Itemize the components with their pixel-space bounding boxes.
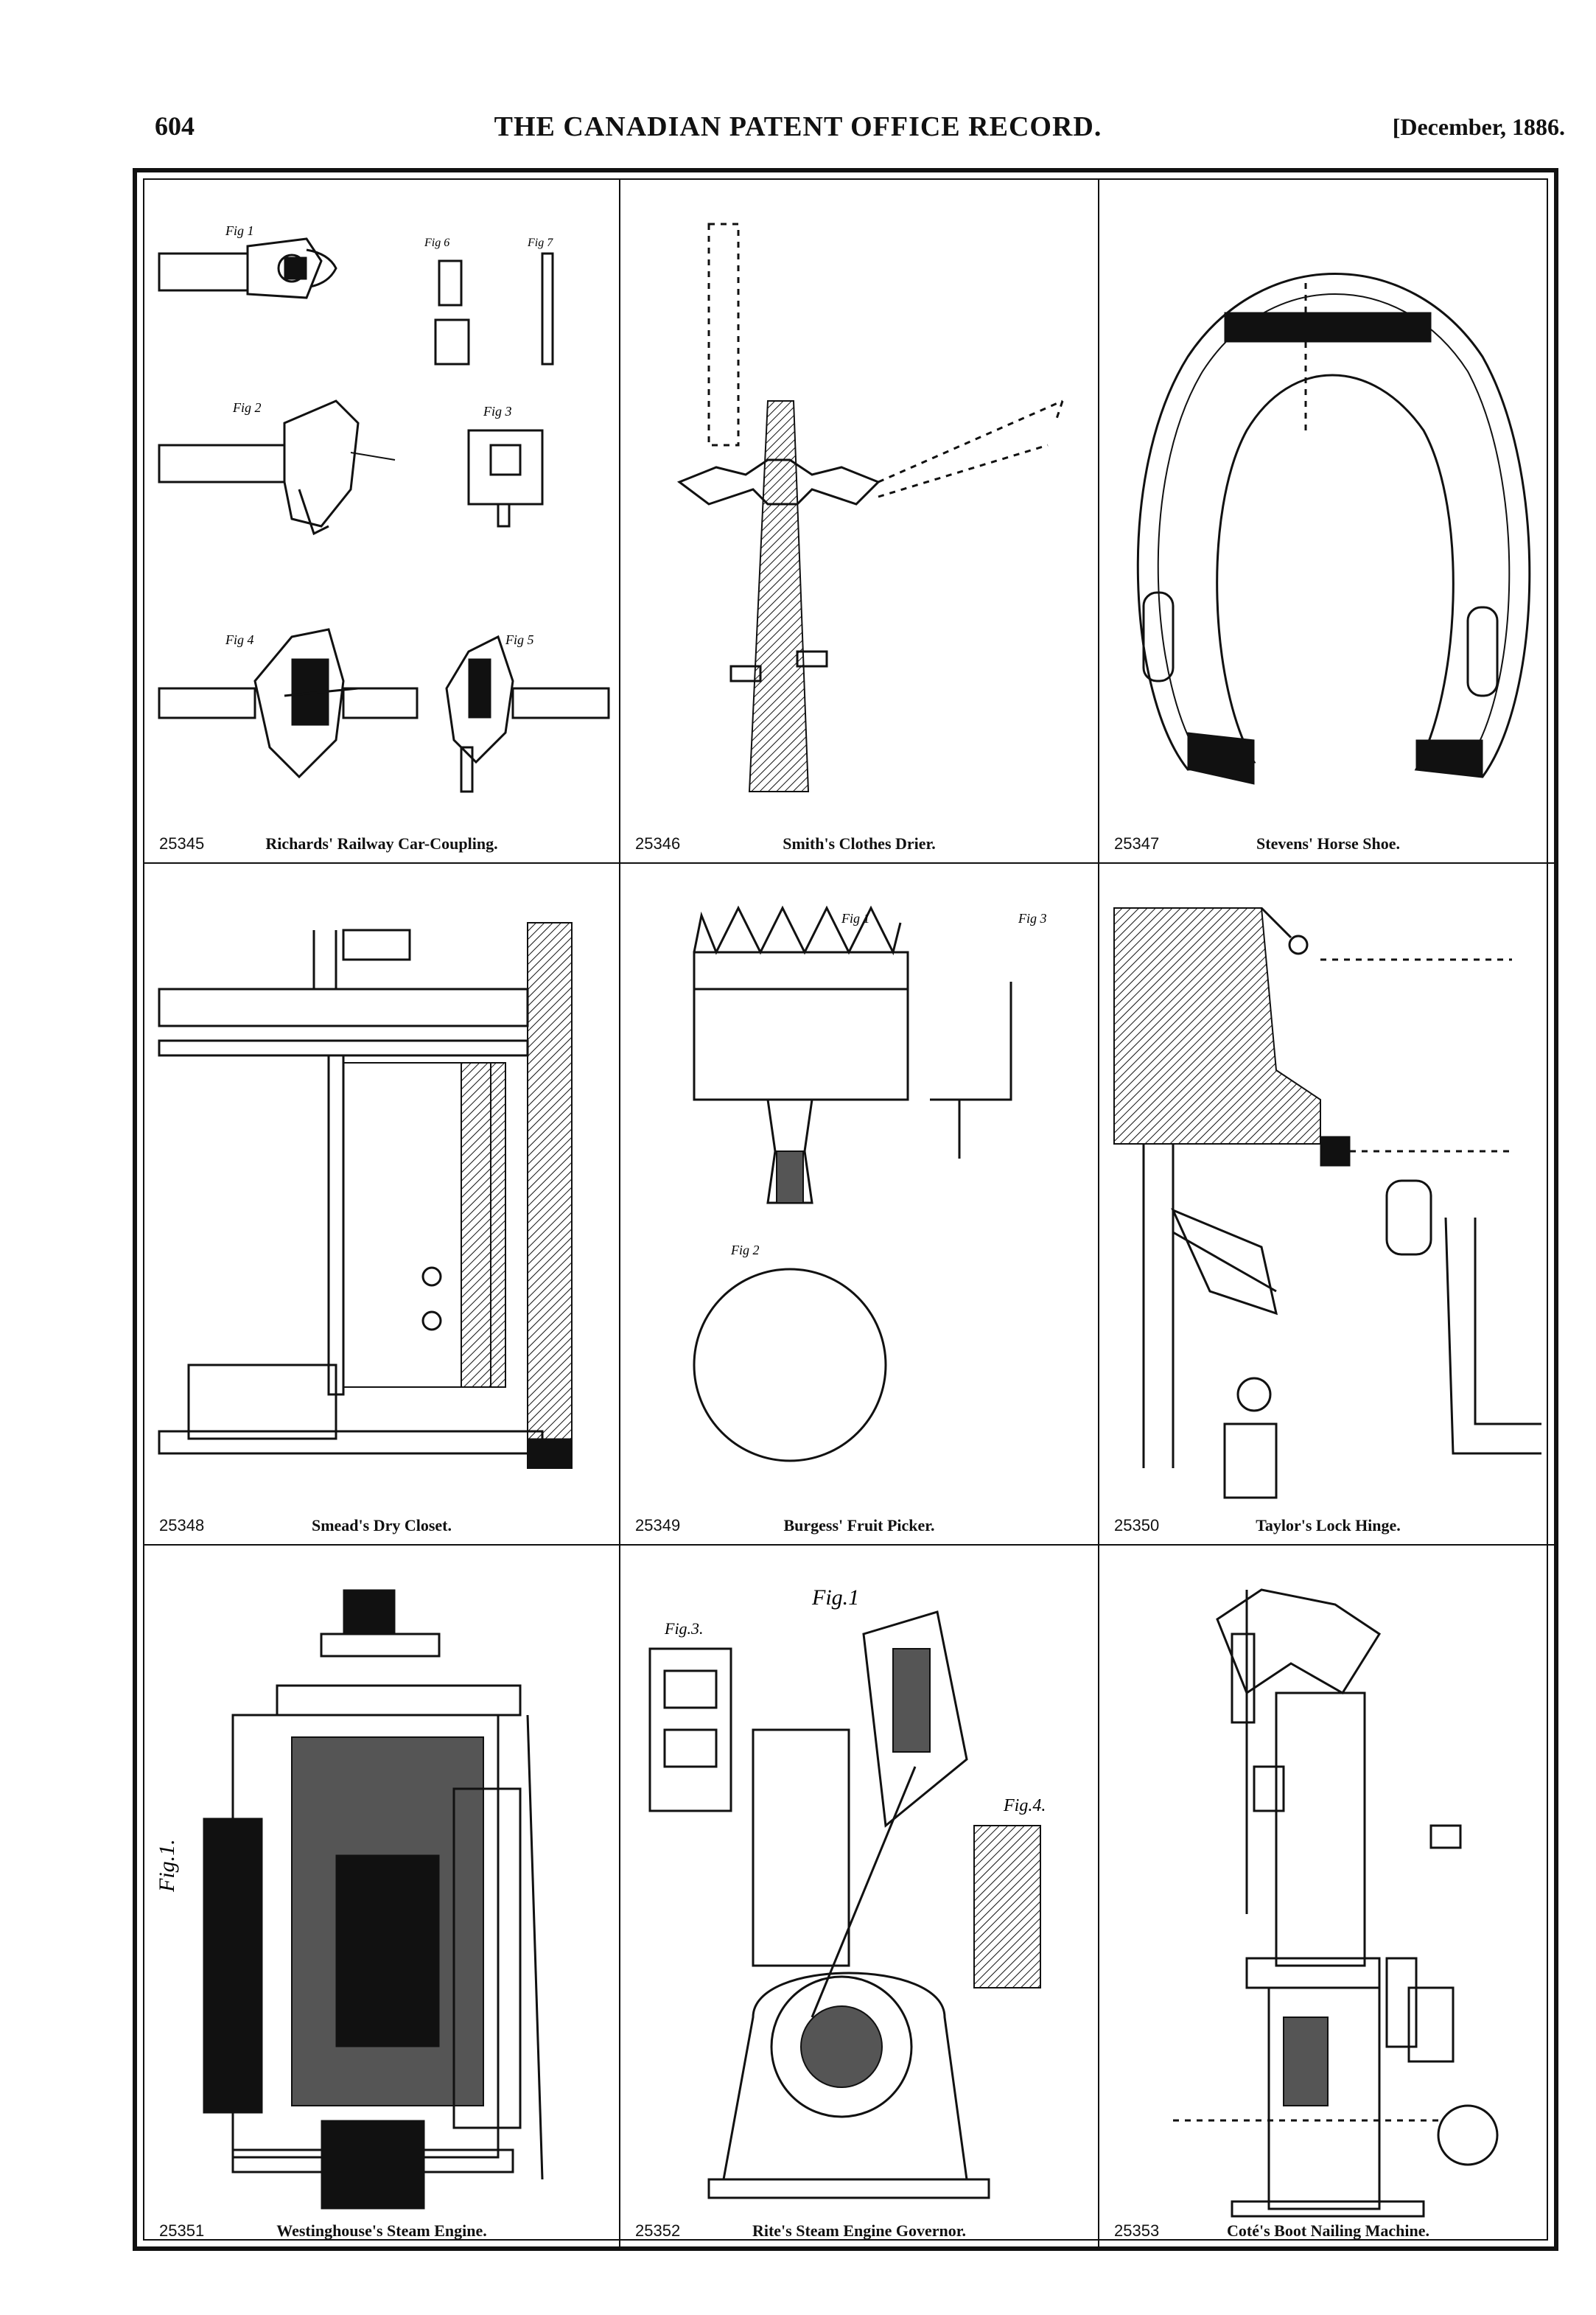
fig-label: Fig 1 — [225, 223, 254, 238]
lock-hinge-drawing — [1113, 907, 1541, 1499]
patent-number: 25349 — [635, 1516, 681, 1534]
patent-caption: 25349 Burgess' Fruit Picker. — [620, 1510, 1098, 1535]
horse-shoe-drawing — [1136, 273, 1531, 785]
fruit-picker-drawing: Fig 1 Fig 3 Fig 2 — [693, 905, 1047, 1462]
patent-number: 25353 — [1114, 2221, 1160, 2240]
patent-caption: 25346 Smith's Clothes Drier. — [620, 828, 1098, 853]
patent-cell-25349: Fig 1 Fig 3 Fig 2 25349 Burgess' Fruit P… — [620, 864, 1099, 1546]
patent-caption: 25345 Richards' Railway Car-Coupling. — [144, 828, 619, 853]
patent-number: 25350 — [1114, 1516, 1160, 1534]
page-number: 604 — [155, 111, 195, 141]
patent-title: Stevens' Horse Shoe. — [1256, 834, 1400, 853]
fig-label: Fig 4 — [225, 632, 254, 647]
patent-title: Coté's Boot Nailing Machine. — [1227, 2221, 1429, 2240]
patent-cell-25346: 25346 Smith's Clothes Drier. — [620, 180, 1099, 864]
patent-title: Smead's Dry Closet. — [311, 1516, 452, 1534]
patent-caption: 25352 Rite's Steam Engine Governor. — [620, 2216, 1098, 2241]
patent-cell-25345: Fig 1 Fig 6 Fig 7 Fig 2 Fig 3 Fig 4 Fig … — [144, 180, 620, 864]
patent-cell-25348: 25348 Smead's Dry Closet. — [144, 864, 620, 1546]
patent-number: 25351 — [159, 2221, 205, 2240]
fig-label: Fig 3 — [1018, 911, 1047, 926]
patent-cell-25350: 25350 Taylor's Lock Hinge. — [1099, 864, 1558, 1546]
journal-title: THE CANADIAN PATENT OFFICE RECORD. — [494, 111, 1102, 142]
patent-title: Burgess' Fruit Picker. — [783, 1516, 935, 1534]
patent-caption: 25347 Stevens' Horse Shoe. — [1099, 828, 1557, 853]
fig-label: Fig 6 — [424, 237, 449, 249]
patent-caption: 25353 Coté's Boot Nailing Machine. — [1099, 2216, 1557, 2241]
fig-label: Fig.4. — [1003, 1796, 1046, 1815]
fig-label: Fig.1 — [811, 1585, 859, 1610]
patent-title: Smith's Clothes Drier. — [783, 834, 936, 853]
plate-grid: Fig 1 Fig 6 Fig 7 Fig 2 Fig 3 Fig 4 Fig … — [143, 178, 1558, 2251]
fig-label: Fig 1 — [841, 911, 870, 926]
engine-governor-drawing: Fig.1 Fig.3. Fig.4. — [648, 1585, 1046, 2199]
fig-label: Fig 2 — [730, 1243, 760, 1257]
patent-caption: 25351 Westinghouse's Steam Engine. — [144, 2216, 619, 2241]
patent-caption: 25350 Taylor's Lock Hinge. — [1099, 1510, 1557, 1535]
patent-number: 25345 — [159, 834, 205, 853]
patent-cell-25347: 25347 Stevens' Horse Shoe. — [1099, 180, 1558, 864]
patent-number: 25348 — [159, 1516, 205, 1534]
patent-number: 25346 — [635, 834, 681, 853]
dry-closet-drawing — [158, 922, 573, 1469]
fig-label: Fig.1. — [155, 1839, 179, 1893]
fig-label: Fig 2 — [232, 400, 262, 415]
patent-plate: Fig 1 Fig 6 Fig 7 Fig 2 Fig 3 Fig 4 Fig … — [133, 168, 1558, 2251]
fig-label: Fig 3 — [483, 404, 512, 419]
steam-engine-drawing: Fig.1. — [155, 1589, 544, 2210]
patent-cell-25353: 25353 Coté's Boot Nailing Machine. — [1099, 1546, 1558, 2251]
patent-number: 25347 — [1114, 834, 1160, 853]
patent-cell-25352: Fig.1 Fig.3. Fig.4. 25352 Rite's Steam E… — [620, 1546, 1099, 2251]
patent-number: 25352 — [635, 2221, 681, 2240]
patent-title: Richards' Railway Car-Coupling. — [265, 834, 498, 853]
boot-nailing-machine-drawing — [1173, 1588, 1499, 2218]
patent-caption: 25348 Smead's Dry Closet. — [144, 1510, 619, 1535]
clothes-drier-drawing — [676, 223, 1064, 792]
car-coupling-drawing: Fig 1 Fig 6 Fig 7 Fig 2 Fig 3 Fig 4 Fig … — [158, 223, 610, 793]
fig-label: Fig 5 — [505, 632, 534, 647]
fig-label: Fig.3. — [664, 1619, 704, 1638]
fig-label: Fig 7 — [527, 237, 553, 249]
patent-title: Westinghouse's Steam Engine. — [276, 2221, 487, 2240]
issue-date: [December, 1886. — [1392, 114, 1565, 140]
patent-title: Rite's Steam Engine Governor. — [752, 2221, 967, 2240]
patent-title: Taylor's Lock Hinge. — [1256, 1516, 1401, 1534]
patent-cell-25351: Fig.1. 25351 Westinghouse's Steam Engine… — [144, 1546, 620, 2251]
page-header: 604 THE CANADIAN PATENT OFFICE RECORD. [… — [0, 111, 1596, 155]
